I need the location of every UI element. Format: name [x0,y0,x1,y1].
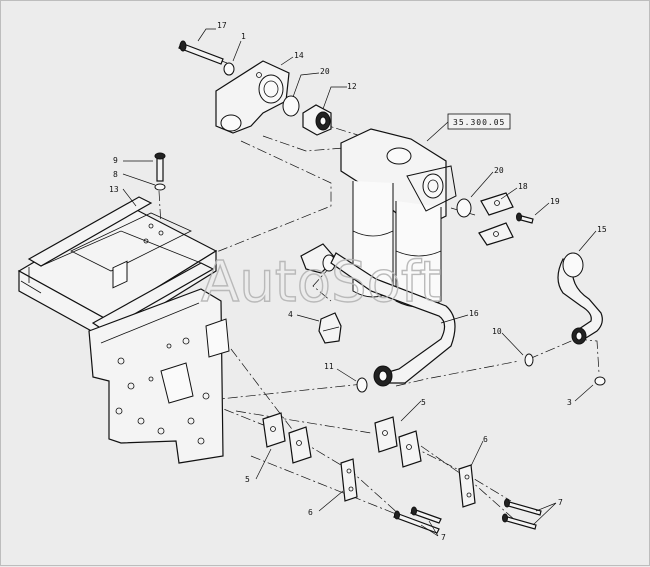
callout-10: 10 [492,327,502,336]
washer-1 [223,62,235,76]
support-frame-13 [17,196,218,341]
callout-7: 7 [558,498,563,507]
filter-assembly [340,128,457,308]
cover-plate-6-left [340,458,358,502]
callout-5: 5 [245,475,250,484]
callout-16: 16 [469,309,479,318]
o-ring-20-lower [456,198,472,218]
callout-6: 6 [483,435,488,444]
clamp-halves-18 [478,192,514,246]
pipe-16 [330,252,456,387]
callout-20: 20 [494,166,504,175]
clamp-blocks-5-right [374,416,422,468]
callout-13: 13 [109,185,119,194]
callout-7: 7 [441,533,446,542]
fitting-4 [318,312,342,344]
reference-box: 35.300.05 [447,113,511,130]
callout-4: 4 [288,310,293,319]
callout-6: 6 [308,508,313,517]
o-ring-20-upper [282,95,300,117]
bolts-7-right [502,498,542,530]
callout-3: 3 [567,398,572,407]
bolt-19 [516,212,534,224]
elbow-fitting [300,243,337,274]
pipe-15 [557,252,603,345]
callout-numbers: 17 1 14 20 12 9 8 13 20 18 19 15 4 16 10… [109,21,607,542]
reference-label: 35.300.05 [453,118,505,127]
mounting-plate [88,288,230,464]
callout-12: 12 [347,82,357,91]
callout-18: 18 [518,182,528,191]
callout-14: 14 [294,51,304,60]
callout-20: 20 [320,67,330,76]
adapter-fitting-12 [302,104,332,136]
bolt-9 [154,152,166,182]
cover-plate-6-right [458,464,476,508]
bracket-14 [215,60,290,134]
callout-1: 1 [241,32,246,41]
o-ring-10 [524,353,534,367]
callout-17: 17 [217,21,227,30]
bolt-17 [178,40,224,65]
callout-8: 8 [113,170,118,179]
leader-lines [122,28,597,537]
callout-11: 11 [324,362,334,371]
o-ring-11 [356,377,368,393]
washer-8 [154,183,166,191]
clamp-blocks-5-left [262,412,312,464]
watermark: AutoSoft [201,250,442,315]
bolts-7-lower [393,506,442,534]
o-ring-3 [594,376,606,386]
callout-9: 9 [113,156,118,165]
callout-19: 19 [550,197,560,206]
callout-15: 15 [597,225,607,234]
callout-5: 5 [421,398,426,407]
